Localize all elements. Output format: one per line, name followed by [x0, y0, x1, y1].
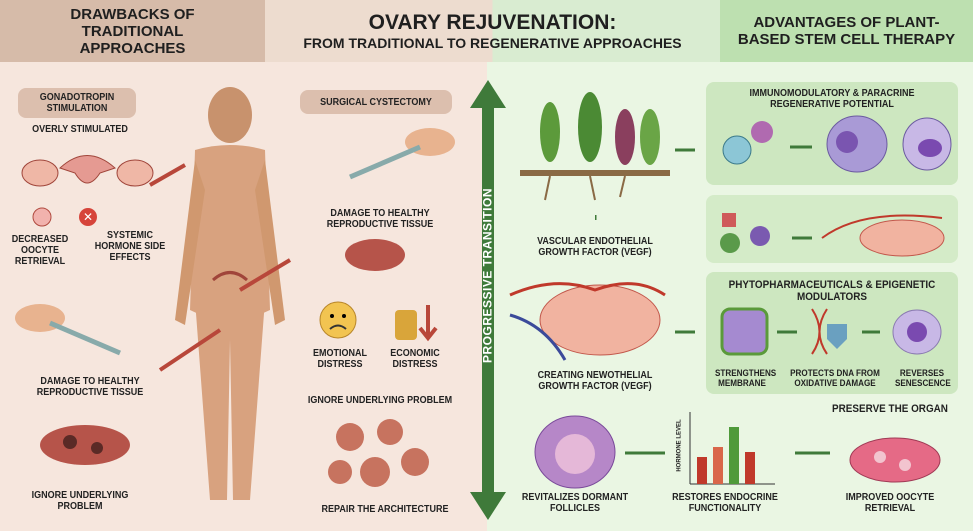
fragmented-tissue — [328, 419, 429, 487]
systemic-label: SYSTEMIC HORMONE SIDE EFFECTS — [94, 230, 166, 263]
preserve-label: PRESERVE THE ORGAN — [832, 403, 948, 415]
damaged-ovary-right — [345, 239, 405, 271]
protects-label: PROTECTS DNA FROM OXIDATIVE DAMAGE — [790, 368, 880, 388]
overly-stimulated-label: OVERLY STIMULATED — [32, 124, 128, 135]
vascular-ovary — [509, 282, 666, 361]
right-header-title: ADVANTAGES OF PLANT-BASED STEM CELL THER… — [737, 14, 956, 48]
strengthens-label: STRENGTHENS MEMBRANE — [715, 368, 777, 388]
damage-right-label: DAMAGE TO HEALTHY REPRODUCTIVE TISSUE — [326, 208, 434, 230]
hormone-chart — [689, 412, 775, 485]
human-figure — [175, 87, 285, 500]
left-header: DRAWBACKS OF TRADITIONAL APPROACHES — [0, 0, 265, 62]
restores-label: RESTORES ENDOCRINE FUNCTIONALITY — [672, 492, 778, 514]
transition-label: PROGRESSIVE TRANSITION — [480, 187, 495, 364]
progressive-transition-arrow — [470, 80, 506, 520]
page-title: OVARY REJUVENATION: — [368, 11, 617, 34]
green-arrows — [595, 148, 695, 334]
growth-factors-ovary — [720, 213, 945, 257]
page-subtitle: FROM TRADITIONAL TO REGENERATIVE APPROAC… — [303, 35, 682, 51]
scalpel-hand-left — [15, 304, 121, 356]
phyto-cells — [720, 307, 942, 356]
left-header-title: DRAWBACKS OF TRADITIONAL APPROACHES — [70, 5, 195, 57]
surgical-label: SURGICAL CYSTECTOMY — [320, 97, 432, 108]
right-header: ADVANTAGES OF PLANT-BASED STEM CELL THER… — [720, 0, 973, 62]
immune-cells — [722, 115, 952, 173]
economic-label: ECONOMIC DISTRESS — [390, 348, 440, 370]
reverses-label: REVERSES SENESCENCE — [895, 368, 951, 388]
ignore-left-label: IGNORE UNDERLYING PROBLEM — [31, 490, 129, 512]
repair-label: REPAIR THE ARCHITECTURE — [321, 504, 449, 515]
surgical-tag — [300, 90, 452, 114]
ovaries-stimulated-illustration — [21, 155, 154, 187]
coins-icon — [395, 305, 438, 342]
damaged-ovary-left — [40, 425, 130, 465]
damage-left-label: DAMAGE TO HEALTHY REPRODUCTIVE TISSUE — [36, 376, 144, 398]
creating-label: CREATING NEWOTHELIAL GROWTH FACTOR (VEGF… — [537, 370, 653, 392]
improved-ovary — [849, 437, 941, 483]
red-arrows — [149, 163, 292, 372]
phyto-label: PHYTOPHARMACEUTICALS & EPIGENETIC MODULA… — [728, 279, 936, 303]
revitalizes-label: REVITALIZES DORMANT FOLLICLES — [521, 492, 629, 514]
hormone-axis-label: HORMONE LEVEL — [676, 419, 683, 472]
sad-face-icon — [319, 301, 357, 339]
decreased-icon: ✕ — [32, 207, 97, 227]
gonadotropin-label: GONADOTROPIN STIMULATION — [39, 92, 115, 114]
vegf-label: VASCULAR ENDOTHELIAL GROWTH FACTOR (VEGF… — [537, 236, 653, 258]
decreased-oocyte-label: DECREASED OOCYTE RETRIEVAL — [11, 234, 69, 267]
scalpel-hand-right — [349, 128, 455, 180]
bottom-green-arrows — [625, 451, 830, 455]
gonadotropin-tag — [18, 88, 136, 118]
emotional-label: EMOTIONAL DISTRESS — [313, 348, 367, 370]
plants-illustration — [520, 92, 670, 201]
svg-text:✕: ✕ — [83, 210, 93, 224]
main-header: OVARY REJUVENATION: FROM TRADITIONAL TO … — [265, 0, 720, 62]
ignore-right-label: IGNORE UNDERLYING PROBLEM — [307, 395, 453, 406]
dormant-follicle — [534, 415, 616, 489]
immuno-label: IMMUNOMODULATORY & PARACRINE REGENERATIV… — [749, 88, 915, 110]
improved-label: IMPROVED OOCYTE RETRIEVAL — [845, 492, 935, 514]
